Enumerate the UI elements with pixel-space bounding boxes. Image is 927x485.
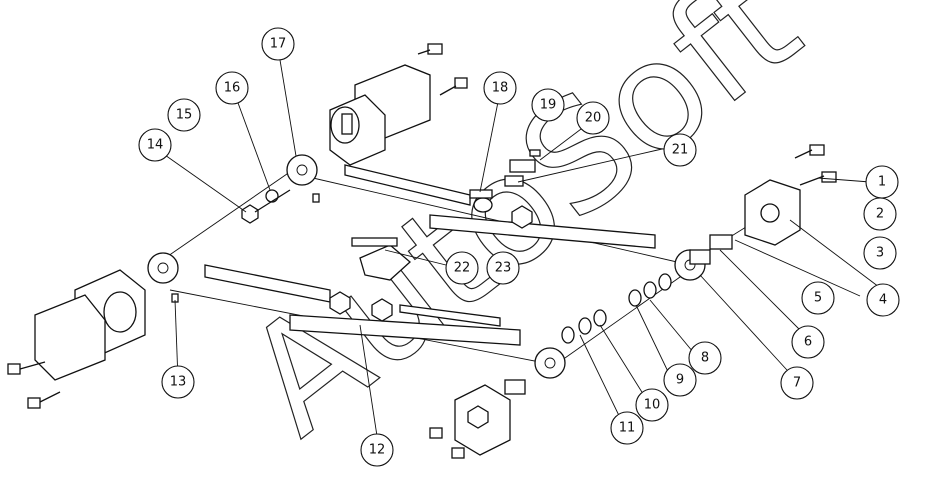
callout-circle bbox=[445, 251, 479, 285]
callout-circle bbox=[663, 363, 697, 397]
callout-10: 10 bbox=[635, 388, 669, 422]
callout-13: 13 bbox=[161, 365, 195, 399]
sprocket-bottom-right bbox=[534, 347, 566, 379]
callout-12: 12 bbox=[360, 433, 394, 467]
callout-16: 16 bbox=[215, 71, 249, 105]
callout-number: 21 bbox=[672, 143, 689, 158]
nut-left-bottom bbox=[329, 291, 393, 322]
motor-bottom bbox=[7, 269, 146, 409]
bolt-motor-bottom bbox=[7, 361, 61, 409]
callout-circle bbox=[360, 433, 394, 467]
callout-circle bbox=[688, 341, 722, 375]
sprocket-17 bbox=[286, 154, 320, 203]
callout-number: 19 bbox=[540, 98, 557, 113]
callout-number: 10 bbox=[644, 398, 661, 413]
callout-19: 19 bbox=[531, 88, 565, 122]
callout-circle bbox=[138, 128, 172, 162]
callout-number: 14 bbox=[147, 138, 164, 153]
callout-circle bbox=[531, 88, 565, 122]
callout-circle bbox=[863, 236, 897, 270]
callout-number: 1 bbox=[878, 175, 886, 190]
callout-number: 18 bbox=[492, 81, 509, 96]
callout-number: 2 bbox=[876, 207, 884, 222]
bottom-mount bbox=[429, 379, 526, 459]
callout-1: 1 bbox=[865, 165, 899, 199]
callout-number: 8 bbox=[701, 351, 709, 366]
callout-2: 2 bbox=[863, 197, 897, 231]
sprocket-13 bbox=[147, 252, 179, 303]
callout-18: 18 bbox=[483, 71, 517, 105]
callout-number: 22 bbox=[454, 261, 471, 276]
callout-circle bbox=[866, 283, 900, 317]
callout-circle bbox=[610, 411, 644, 445]
bolt-motor-top bbox=[417, 43, 468, 96]
callout-number: 16 bbox=[224, 81, 241, 96]
callout-number: 11 bbox=[619, 421, 636, 436]
chain-top bbox=[344, 164, 656, 249]
tensioner-18 bbox=[469, 189, 493, 213]
callout-21: 21 bbox=[663, 133, 697, 167]
clamp-20-21 bbox=[504, 149, 541, 187]
callout-number: 23 bbox=[495, 261, 512, 276]
callout-circle bbox=[780, 366, 814, 400]
nut-center bbox=[511, 205, 533, 229]
callout-14: 14 bbox=[138, 128, 172, 162]
callout-circle bbox=[161, 365, 195, 399]
callout-number: 6 bbox=[804, 335, 812, 350]
chain-bottom bbox=[204, 264, 521, 346]
left-hardware bbox=[241, 189, 291, 224]
callout-11: 11 bbox=[610, 411, 644, 445]
callout-number: 7 bbox=[793, 376, 801, 391]
callout-number: 15 bbox=[176, 108, 193, 123]
callout-number: 9 bbox=[676, 373, 684, 388]
callout-circle bbox=[635, 388, 669, 422]
callout-15: 15 bbox=[167, 98, 201, 132]
callout-number: 13 bbox=[170, 375, 187, 390]
callout-5: 5 bbox=[801, 281, 835, 315]
callout-6: 6 bbox=[791, 325, 825, 359]
callout-circle bbox=[483, 71, 517, 105]
bolt-right bbox=[794, 144, 837, 186]
callout-number: 17 bbox=[270, 37, 287, 52]
callout-number: 3 bbox=[876, 246, 884, 261]
callout-circle bbox=[486, 251, 520, 285]
right-flange-assembly bbox=[689, 144, 837, 265]
callout-4: 4 bbox=[866, 283, 900, 317]
callout-8: 8 bbox=[688, 341, 722, 375]
callout-3: 3 bbox=[863, 236, 897, 270]
callout-number: 5 bbox=[814, 291, 822, 306]
callout-circle bbox=[215, 71, 249, 105]
callout-17: 17 bbox=[261, 27, 295, 61]
callout-23: 23 bbox=[486, 251, 520, 285]
callout-circle bbox=[261, 27, 295, 61]
callout-circle bbox=[863, 197, 897, 231]
washer-stack bbox=[561, 273, 672, 344]
callout-7: 7 bbox=[780, 366, 814, 400]
callout-circle bbox=[576, 101, 610, 135]
callout-number: 20 bbox=[585, 111, 602, 126]
callout-circle bbox=[663, 133, 697, 167]
callout-number: 12 bbox=[369, 443, 386, 458]
leader-lines bbox=[154, 47, 884, 437]
callout-circle bbox=[801, 281, 835, 315]
callout-circle bbox=[167, 98, 201, 132]
callout-22: 22 bbox=[445, 251, 479, 285]
callout-circle bbox=[791, 325, 825, 359]
callout-20: 20 bbox=[576, 101, 610, 135]
motor-top bbox=[329, 43, 468, 166]
callout-number: 4 bbox=[879, 293, 887, 308]
callout-9: 9 bbox=[663, 363, 697, 397]
bracket-22-23 bbox=[351, 237, 411, 281]
